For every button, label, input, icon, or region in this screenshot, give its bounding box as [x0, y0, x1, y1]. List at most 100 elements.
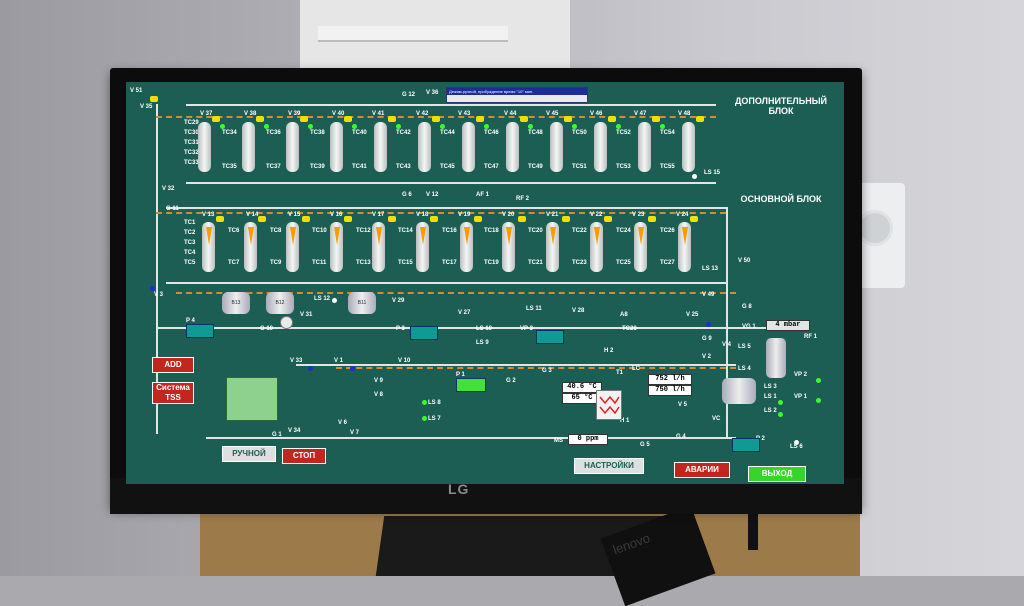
label-g2: G 2	[506, 378, 516, 384]
valve-v18[interactable]	[430, 216, 438, 222]
temperature-readout-1: 40.6 °C	[562, 382, 602, 393]
valve-v45[interactable]	[564, 116, 572, 122]
label-tc3: TC3	[184, 240, 196, 246]
pipe-process	[296, 364, 736, 366]
label-v50: V 50	[738, 258, 751, 264]
alarms-button[interactable]: АВАРИИ	[674, 462, 730, 478]
settings-button[interactable]: НАСТРОЙКИ	[574, 458, 644, 474]
orange-line-lower	[176, 292, 736, 294]
valve-v38[interactable]	[256, 116, 264, 122]
pipe-left-vertical	[156, 104, 158, 434]
label-v48: V 48	[678, 111, 691, 117]
valve-v43[interactable]	[476, 116, 484, 122]
valve-v44[interactable]	[520, 116, 528, 122]
label-ls15: LS 15	[704, 170, 721, 176]
label-v8: V 8	[374, 392, 384, 398]
add-button[interactable]: ADD	[152, 357, 194, 373]
valve-v39[interactable]	[300, 116, 308, 122]
label-g12: G 12	[402, 92, 416, 98]
pump-p1[interactable]	[456, 378, 486, 392]
label-tc12: TC12	[356, 228, 371, 234]
valve-v46[interactable]	[608, 116, 616, 122]
label-tc48: TC48	[528, 130, 543, 136]
label-v19: V 19	[458, 212, 471, 218]
tank-top-11	[638, 122, 651, 172]
valve-v13[interactable]	[216, 216, 224, 222]
label-tc14: TC14	[398, 228, 413, 234]
valve-v20[interactable]	[518, 216, 526, 222]
pipe-top	[186, 104, 716, 106]
label-v25: V 25	[686, 312, 699, 318]
label-p2: P 2	[756, 436, 765, 442]
label-ls6: LS 6	[790, 444, 803, 450]
label-h1: H 1	[620, 418, 630, 424]
flow-arrow-icon	[464, 227, 470, 245]
label-v33: V 33	[290, 358, 303, 364]
heater-coil-icon	[599, 395, 620, 415]
label-tc34: TC34	[222, 130, 237, 136]
status-led	[816, 378, 821, 383]
valve-v40[interactable]	[344, 116, 352, 122]
valve-v15[interactable]	[302, 216, 310, 222]
status-led	[422, 416, 427, 421]
label-g10: G 10	[260, 326, 274, 332]
level-sensor-ls6	[794, 440, 799, 445]
pump-vp3[interactable]	[536, 330, 564, 344]
status-led	[422, 400, 427, 405]
label-tc13: TC13	[356, 260, 371, 266]
valve-v23[interactable]	[648, 216, 656, 222]
valve-v42[interactable]	[432, 116, 440, 122]
fan-icon	[280, 316, 293, 329]
label-ms: MS	[554, 438, 563, 444]
pump-p2[interactable]	[732, 438, 760, 452]
valve-v21[interactable]	[562, 216, 570, 222]
label-ls7: LS 7	[428, 416, 441, 422]
valve-v22[interactable]	[604, 216, 612, 222]
label-v12: V 12	[426, 192, 439, 198]
label-rf1: RF 1	[804, 334, 818, 340]
valve-v19[interactable]	[474, 216, 482, 222]
status-led	[308, 124, 313, 129]
level-sensor-ls12	[332, 298, 337, 303]
valve-v48[interactable]	[696, 116, 704, 122]
transformer-unit	[226, 377, 278, 421]
valve-v41[interactable]	[388, 116, 396, 122]
status-led	[484, 124, 489, 129]
label-tc54: TC54	[660, 130, 675, 136]
stop-button[interactable]: СТОП	[282, 448, 326, 464]
label-v45: V 45	[546, 111, 559, 117]
label-tc24: TC24	[616, 228, 631, 234]
status-led	[778, 412, 783, 417]
label-tc16: TC16	[442, 228, 457, 234]
tank-top-6	[418, 122, 431, 172]
tank-b12: B12	[266, 292, 294, 314]
flow-arrow-icon	[682, 227, 688, 245]
valve-v51[interactable]	[150, 96, 158, 102]
label-a8: A8	[620, 312, 628, 318]
valve-v47[interactable]	[652, 116, 660, 122]
label-v5: V 5	[678, 402, 688, 408]
label-tc17: TC17	[442, 260, 457, 266]
valve-v14[interactable]	[258, 216, 266, 222]
exit-button[interactable]: ВЫХОД	[748, 466, 806, 482]
label-v37: V 37	[200, 111, 213, 117]
manual-mode-button[interactable]: РУЧНОЙ	[222, 446, 276, 462]
label-tc4: TC4	[184, 250, 196, 256]
valve-v37[interactable]	[212, 116, 220, 122]
label-tc26: TC26	[660, 228, 675, 234]
valve-v17[interactable]	[388, 216, 396, 222]
label-tc38: TC38	[310, 130, 325, 136]
tank-top-5	[374, 122, 387, 172]
label-v1: V 1	[334, 358, 344, 364]
pump-p4[interactable]	[186, 324, 214, 338]
valve-v24[interactable]	[690, 216, 698, 222]
label-h2: H 2	[604, 348, 614, 354]
label-ls9: LS 9	[476, 340, 489, 346]
pump-p3[interactable]	[410, 326, 438, 340]
monitor-stand	[748, 490, 758, 550]
tss-system-button[interactable]: Система TSS	[152, 382, 194, 404]
status-led	[616, 124, 621, 129]
label-v6: V 6	[338, 420, 348, 426]
valve-v16[interactable]	[344, 216, 352, 222]
pipe-upper-return	[186, 182, 716, 184]
